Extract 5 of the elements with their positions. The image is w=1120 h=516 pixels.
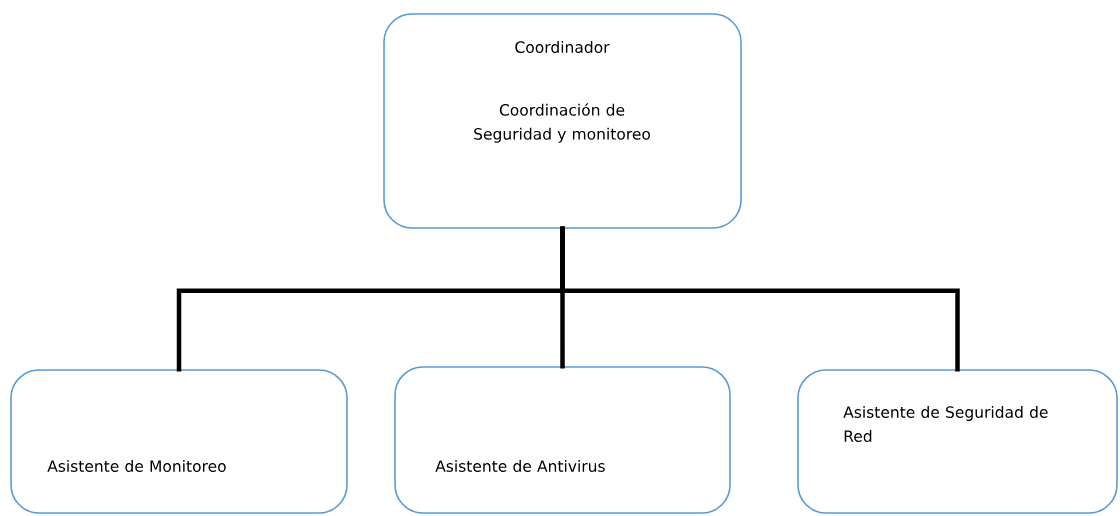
org-box: Asistente de Monitoreo	[10, 369, 348, 514]
org-box: Asistente de Seguridad de Red	[797, 369, 1118, 514]
connector-line	[560, 226, 960, 372]
org-box: Asistente de Antivirus	[394, 366, 731, 514]
org-box: Coordinador Coordinación de Seguridad y monitoreo	[383, 13, 742, 229]
